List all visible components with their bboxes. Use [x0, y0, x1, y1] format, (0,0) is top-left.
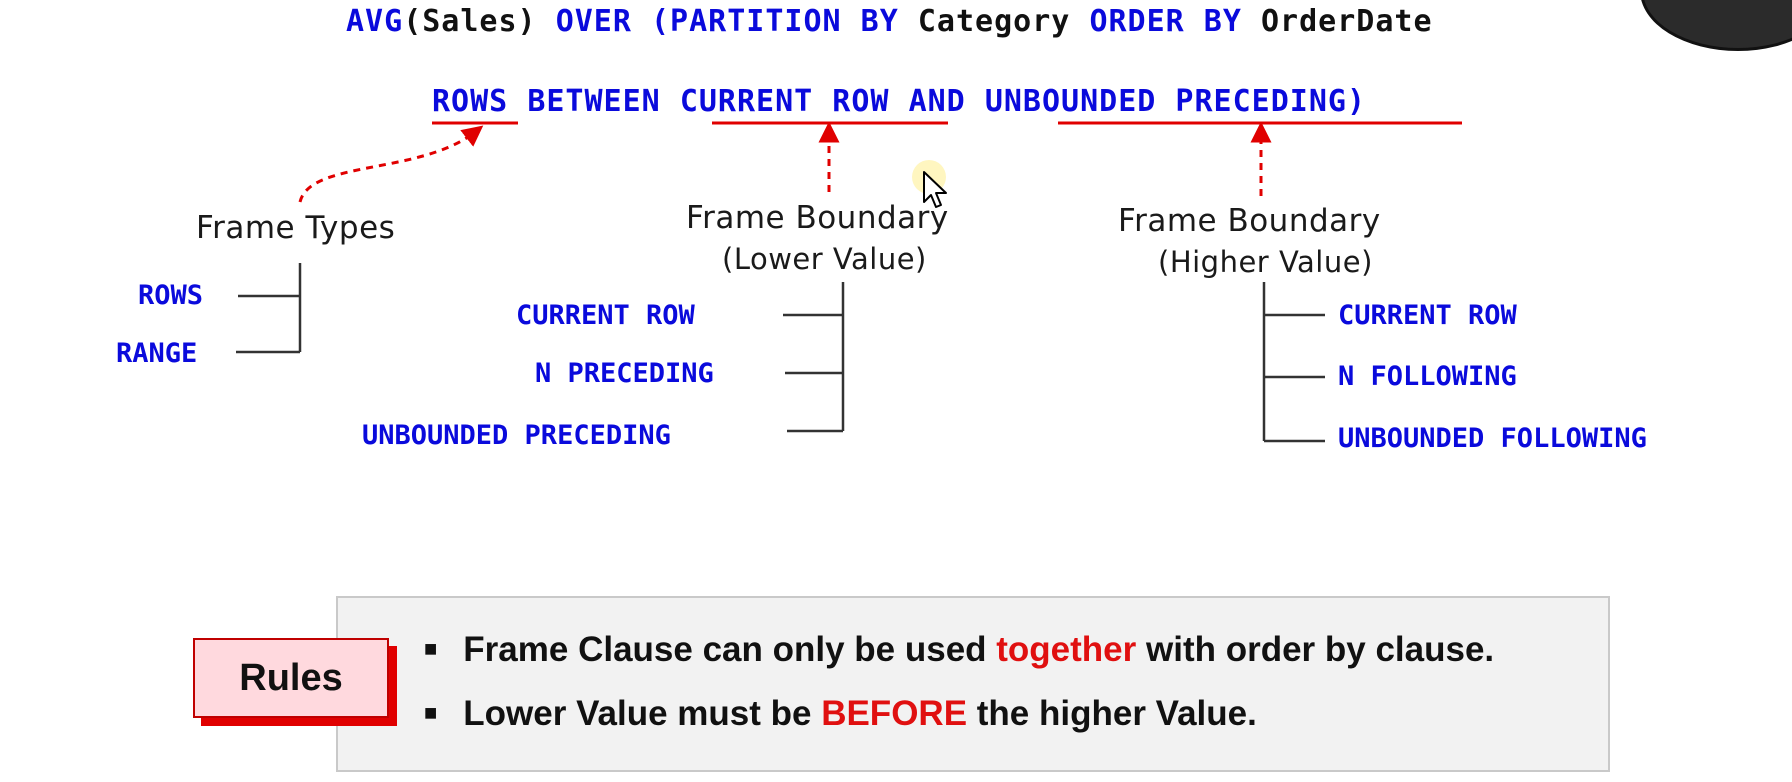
rule-2-highlight: BEFORE [821, 694, 968, 733]
col-orderdate: OrderDate [1261, 4, 1433, 39]
kw-partition-by: (PARTITION BY [651, 4, 899, 39]
bullet-icon: ■ [424, 636, 438, 661]
frame-type-rows: ROWS [138, 280, 204, 311]
bracket-lower-boundary [783, 282, 845, 433]
bullet-icon: ■ [424, 700, 438, 725]
lower-boundary-subtitle: (Lower Value) [722, 242, 927, 276]
higher-option-current-row: CURRENT ROW [1338, 300, 1517, 331]
arg-sales: (Sales) [403, 4, 537, 39]
close-paren: ) [1346, 84, 1367, 119]
higher-boundary-subtitle: (Higher Value) [1158, 245, 1373, 279]
query-line-1: AVG(Sales) OVER (PARTITION BY Category O… [346, 4, 1433, 40]
rule-1: ■Frame Clause can only be used together … [424, 630, 1494, 670]
higher-boundary-title: Frame Boundary [1118, 203, 1381, 239]
kw-between: BETWEEN [527, 84, 661, 119]
kw-unbounded-preceding: UNBOUNDED PRECEDING [984, 84, 1347, 119]
bracket-higher-boundary [1262, 282, 1325, 443]
rule-2-pre: Lower Value must be [463, 694, 822, 733]
kw-order-by: ORDER BY [1089, 4, 1242, 39]
lower-option-n-preceding: N PRECEDING [535, 358, 714, 389]
rules-badge: Rules [193, 638, 389, 718]
kw-avg: AVG [346, 4, 404, 39]
arrow-frame-types [298, 125, 484, 203]
bracket-frame-types [236, 263, 302, 354]
rule-2-post: the higher Value. [967, 694, 1257, 733]
query-line-2: ROWS BETWEEN CURRENT ROW AND UNBOUNDED P… [432, 84, 1366, 120]
lower-option-unbounded-preceding: UNBOUNDED PRECEDING [362, 420, 671, 451]
rule-1-highlight: together [996, 630, 1137, 669]
frame-type-range: RANGE [116, 338, 198, 369]
col-category: Category [917, 4, 1071, 39]
mouse-cursor-icon [923, 171, 947, 208]
lower-option-current-row: CURRENT ROW [516, 300, 695, 331]
rules-panel [336, 596, 1610, 772]
higher-option-n-following: N FOLLOWING [1338, 361, 1517, 392]
rule-1-pre: Frame Clause can only be used [463, 630, 997, 669]
kw-over: OVER [555, 4, 632, 39]
kw-rows: ROWS [432, 84, 509, 119]
kw-and: AND [908, 84, 966, 119]
higher-option-unbounded-following: UNBOUNDED FOLLOWING [1338, 423, 1647, 454]
rule-2: ■ Lower Value must be BEFORE the higher V… [424, 694, 1257, 734]
kw-current-row: CURRENT ROW [679, 84, 890, 119]
frame-types-title: Frame Types [196, 210, 396, 246]
lower-boundary-title: Frame Boundary [686, 200, 949, 236]
rule-1-post: with order by clause. [1136, 630, 1495, 669]
